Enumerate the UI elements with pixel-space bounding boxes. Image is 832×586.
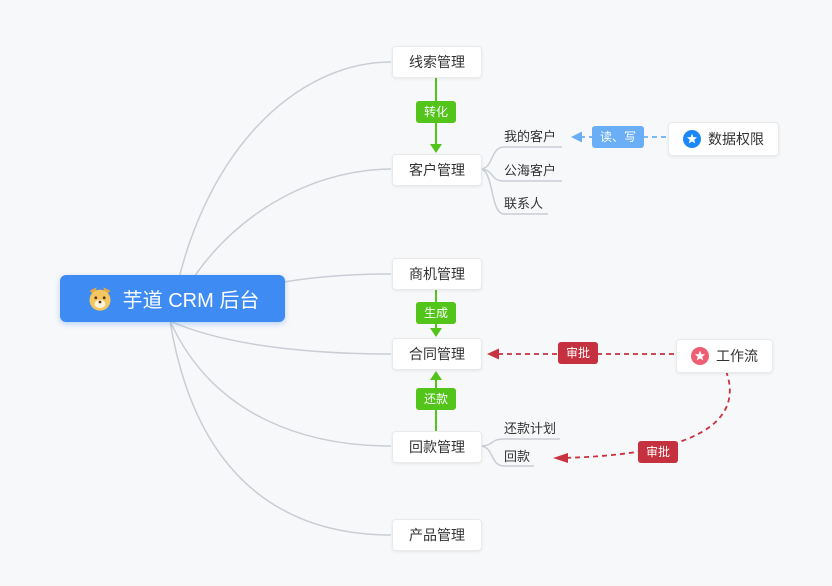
edge-label-repay: 还款: [416, 388, 457, 410]
root-label: 芋道 CRM 后台: [122, 290, 260, 312]
edge-label-approve-receivable: 审批: [638, 441, 679, 463]
edge-label-generate: 生成: [416, 302, 457, 324]
leaf-payment[interactable]: 回款: [504, 449, 531, 464]
connector-customer-my: [479, 146, 562, 170]
leaf-public-customers[interactable]: 公海客户: [504, 163, 557, 178]
connector-customer-contact: [479, 168, 548, 215]
shiba-dog-icon: [86, 285, 114, 313]
star-icon: [691, 347, 709, 365]
connector-receivable-payment: [479, 445, 534, 467]
leaf-my-customers[interactable]: 我的客户: [504, 129, 557, 144]
connector-receivable-plan: [479, 438, 560, 447]
node-product-management[interactable]: 产品管理: [392, 519, 482, 551]
node-lead-management[interactable]: 线索管理: [392, 46, 482, 78]
node-data-permission[interactable]: 数据权限: [668, 122, 779, 156]
node-workflow[interactable]: 工作流: [676, 339, 773, 373]
node-receivable-management[interactable]: 回款管理: [392, 431, 482, 463]
node-opportunity-management[interactable]: 商机管理: [392, 258, 482, 290]
leaf-contacts[interactable]: 联系人: [504, 196, 544, 211]
receivable-children-connectors: [479, 438, 560, 467]
approve-receivable-arrow: [553, 370, 731, 463]
connector-root-lead: [169, 61, 392, 322]
edge-label-convert: 转化: [416, 101, 457, 123]
customer-children-connectors: [479, 146, 562, 215]
connector-root-receivable: [169, 320, 392, 447]
edge-label-approve-contract: 审批: [558, 342, 599, 364]
node-customer-management[interactable]: 客户管理: [392, 154, 482, 186]
leaf-repayment-plan[interactable]: 还款计划: [504, 421, 557, 436]
connector-root-contract: [169, 320, 392, 355]
data-permission-label: 数据权限: [708, 131, 764, 147]
star-icon: [683, 130, 701, 148]
connector-root-product: [169, 320, 392, 536]
workflow-label: 工作流: [716, 348, 758, 364]
edge-label-read-write: 读、写: [592, 126, 645, 148]
node-contract-management[interactable]: 合同管理: [392, 338, 482, 370]
root-node-crm[interactable]: 芋道 CRM 后台: [60, 275, 285, 322]
